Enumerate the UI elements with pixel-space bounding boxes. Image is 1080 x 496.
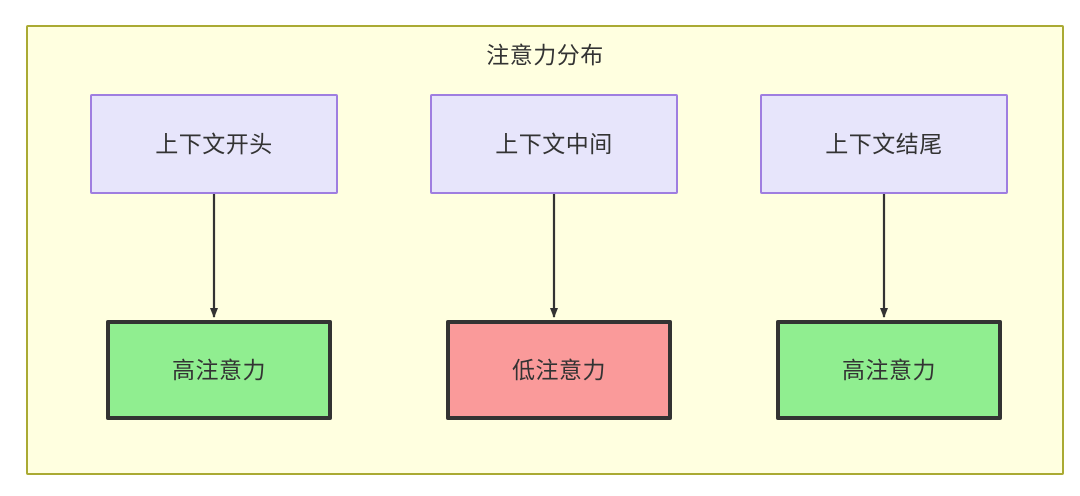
node-context-start[interactable]: 上下文开头 [90, 94, 338, 194]
node-attention-low-middle[interactable]: 低注意力 [446, 320, 672, 420]
node-attention-high-start[interactable]: 高注意力 [106, 320, 332, 420]
node-label: 上下文开头 [155, 131, 273, 157]
node-label: 上下文结尾 [825, 131, 943, 157]
attention-distribution-subgraph: 注意力分布 上下文开头 上下文中间 上下文结尾 高注意力 低注意力 [26, 25, 1064, 475]
node-context-middle[interactable]: 上下文中间 [430, 94, 678, 194]
node-label: 高注意力 [172, 357, 266, 383]
node-label: 低注意力 [512, 357, 606, 383]
node-attention-high-end[interactable]: 高注意力 [776, 320, 1002, 420]
node-label: 上下文中间 [495, 131, 613, 157]
node-context-end[interactable]: 上下文结尾 [760, 94, 1008, 194]
node-label: 高注意力 [842, 357, 936, 383]
subgraph-title: 注意力分布 [486, 42, 604, 68]
